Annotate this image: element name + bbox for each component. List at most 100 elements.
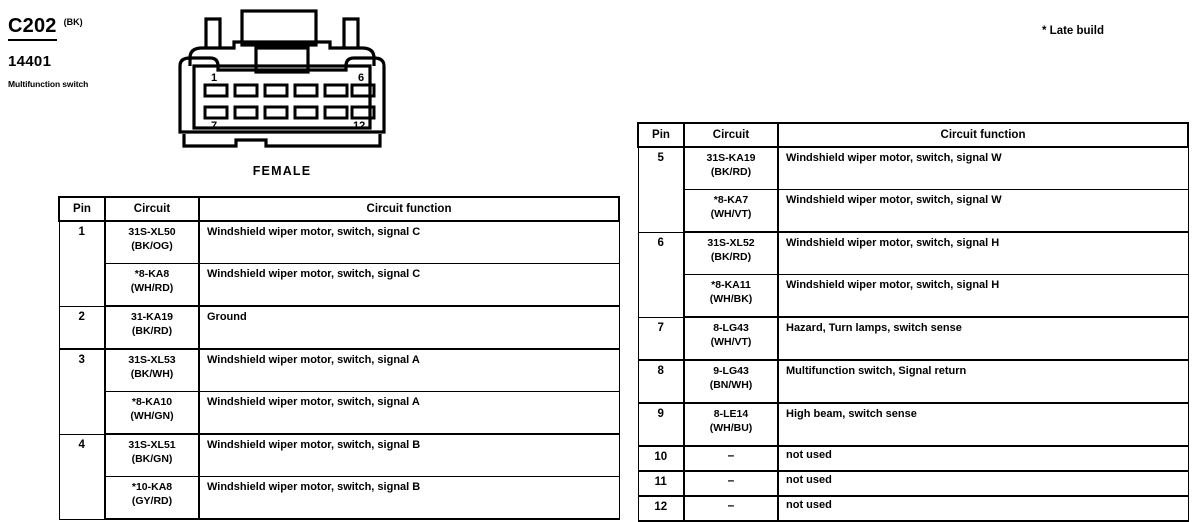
- cell-circuit-id: 8-LE14(WH/BU): [683, 402, 779, 447]
- cell-circuit-id: –: [683, 445, 779, 472]
- circuit-wire-color: (BK/WH): [130, 367, 174, 380]
- cell-circuit-id: 31S-XL50(BK/OG): [104, 220, 200, 264]
- cell-circuit-id: 31S-XL53(BK/WH): [104, 348, 200, 392]
- cell-circuit-function: Windshield wiper motor, switch, signal W: [777, 189, 1189, 233]
- circuit-wire-color: (WH/RD): [130, 281, 174, 294]
- cell-pin-number: 6: [637, 231, 685, 318]
- circuit-code: 31-KA19: [130, 311, 174, 323]
- cell-circuit-id: *10-KA8(GY/RD): [104, 476, 200, 520]
- circuit-wire-color: (BK/OG): [131, 239, 173, 252]
- cavity-1: [203, 83, 229, 98]
- cavity-12: [350, 105, 376, 120]
- cell-circuit-function: Multifunction switch, Signal return: [777, 359, 1189, 404]
- circuit-wire-color: (WH/BU): [709, 421, 753, 434]
- cell-pin-number: 9: [637, 402, 685, 447]
- cavity-label-top-right: 6: [358, 72, 364, 84]
- cell-circuit-function: Windshield wiper motor, switch, signal B: [198, 476, 620, 520]
- connector-top-tab: [240, 9, 318, 47]
- cavity-label-bottom-right: 12: [353, 120, 365, 132]
- cavity-11: [323, 105, 349, 120]
- cavity-4: [293, 83, 319, 98]
- cell-pin-number: 4: [58, 433, 106, 520]
- circuit-code: *8-KA11: [711, 279, 751, 291]
- cell-pin-number: 7: [637, 316, 685, 361]
- cell-circuit-function: Windshield wiper motor, switch, signal A: [198, 348, 620, 392]
- cell-pin-number: 3: [58, 348, 106, 435]
- circuit-wire-color: (BK/RD): [131, 324, 173, 337]
- cavity-9: [263, 105, 289, 120]
- connector-bottom-skirt: [182, 134, 382, 148]
- circuit-code: 31S-XL52: [707, 237, 755, 249]
- circuit-code: *8-KA10: [131, 396, 173, 408]
- cell-circuit-function: Windshield wiper motor, switch, signal B: [198, 433, 620, 477]
- cell-circuit-id: 8-LG43(WH/VT): [683, 316, 779, 361]
- cavity-label-top-left: 1: [211, 72, 217, 84]
- cell-circuit-id: 31S-KA19(BK/RD): [683, 146, 779, 190]
- cell-pin-number: 1: [58, 220, 106, 307]
- table-row: *8-KA8(WH/RD)Windshield wiper motor, swi…: [59, 263, 620, 307]
- cell-circuit-function: High beam, switch sense: [777, 402, 1189, 447]
- circuit-code: 8-LG43: [713, 322, 749, 334]
- cell-circuit-id: 31S-XL51(BK/GN): [104, 433, 200, 477]
- header-circuit: Circuit: [683, 122, 779, 148]
- circuit-code: *8-KA7: [713, 194, 749, 206]
- connector-description: Multifunction switch: [8, 79, 89, 89]
- cell-pin-number: 8: [637, 359, 685, 404]
- circuit-wire-color: (WH/VT): [710, 335, 752, 348]
- cavity-2: [233, 83, 259, 98]
- circuit-wire-color: (BK/RD): [710, 250, 752, 263]
- header-function: Circuit function: [198, 196, 620, 222]
- table-header-right: Pin Circuit Circuit function: [637, 122, 1189, 148]
- connector-id: C202: [8, 16, 57, 41]
- cell-circuit-id: 31-KA19(BK/RD): [104, 305, 200, 350]
- cavity-label-bottom-left: 7: [211, 120, 217, 132]
- cell-circuit-function: Hazard, Turn lamps, switch sense: [777, 316, 1189, 361]
- cell-circuit-function: Windshield wiper motor, switch, signal W: [777, 146, 1189, 190]
- table-row: 11–not used: [637, 470, 1189, 497]
- circuit-code: *8-KA8: [134, 268, 170, 280]
- cell-pin-number: 2: [58, 305, 106, 350]
- cell-circuit-id: *8-KA10(WH/GN): [104, 391, 200, 435]
- cell-circuit-function: Ground: [198, 305, 620, 350]
- table-header-row: Pin Circuit Circuit function: [637, 122, 1189, 148]
- circuit-wire-color: (WH/BK): [709, 292, 753, 305]
- circuit-code: 31S-KA19: [706, 152, 756, 164]
- table-row: *10-KA8(GY/RD)Windshield wiper motor, sw…: [59, 476, 620, 520]
- circuit-code: 31S-XL50: [128, 226, 176, 238]
- connector-face-svg: 1 6 7 12: [178, 9, 386, 148]
- cell-circuit-id: *8-KA8(WH/RD): [104, 263, 200, 307]
- table-row: *8-KA10(WH/GN)Windshield wiper motor, sw…: [59, 391, 620, 435]
- cavity-8: [233, 105, 259, 120]
- header-pin: Pin: [637, 122, 685, 148]
- connector-part-number: 14401: [8, 53, 52, 70]
- cavity-10: [293, 105, 319, 120]
- connector-centre-tab: [254, 46, 310, 74]
- cell-circuit-function: not used: [777, 445, 1189, 472]
- late-build-note: * Late build: [1042, 25, 1104, 37]
- cell-circuit-function: not used: [777, 495, 1189, 522]
- table-row: 10–not used: [637, 445, 1189, 472]
- circuit-code: 31S-XL53: [128, 354, 176, 366]
- cell-circuit-id: –: [683, 470, 779, 497]
- circuit-code: 9-LG43: [713, 365, 749, 377]
- connector-gender-label: FEMALE: [252, 164, 312, 178]
- circuit-wire-color: (BK/RD): [710, 165, 752, 178]
- table-header-left: Pin Circuit Circuit function: [58, 196, 620, 222]
- cell-circuit-function: Windshield wiper motor, switch, signal H: [777, 231, 1189, 275]
- circuit-code: *10-KA8: [131, 481, 173, 493]
- table-row: *8-KA11(WH/BK) Windshield wiper motor, sw…: [638, 274, 1189, 318]
- header-function: Circuit function: [777, 122, 1189, 148]
- connector-id-row: C202 (BK): [8, 16, 158, 41]
- cell-circuit-function: Windshield wiper motor, switch, signal H: [777, 274, 1189, 318]
- cell-circuit-function: Windshield wiper motor, switch, signal C: [198, 263, 620, 307]
- table-row: *8-KA7(WH/VT)Windshield wiper motor, swi…: [638, 189, 1189, 233]
